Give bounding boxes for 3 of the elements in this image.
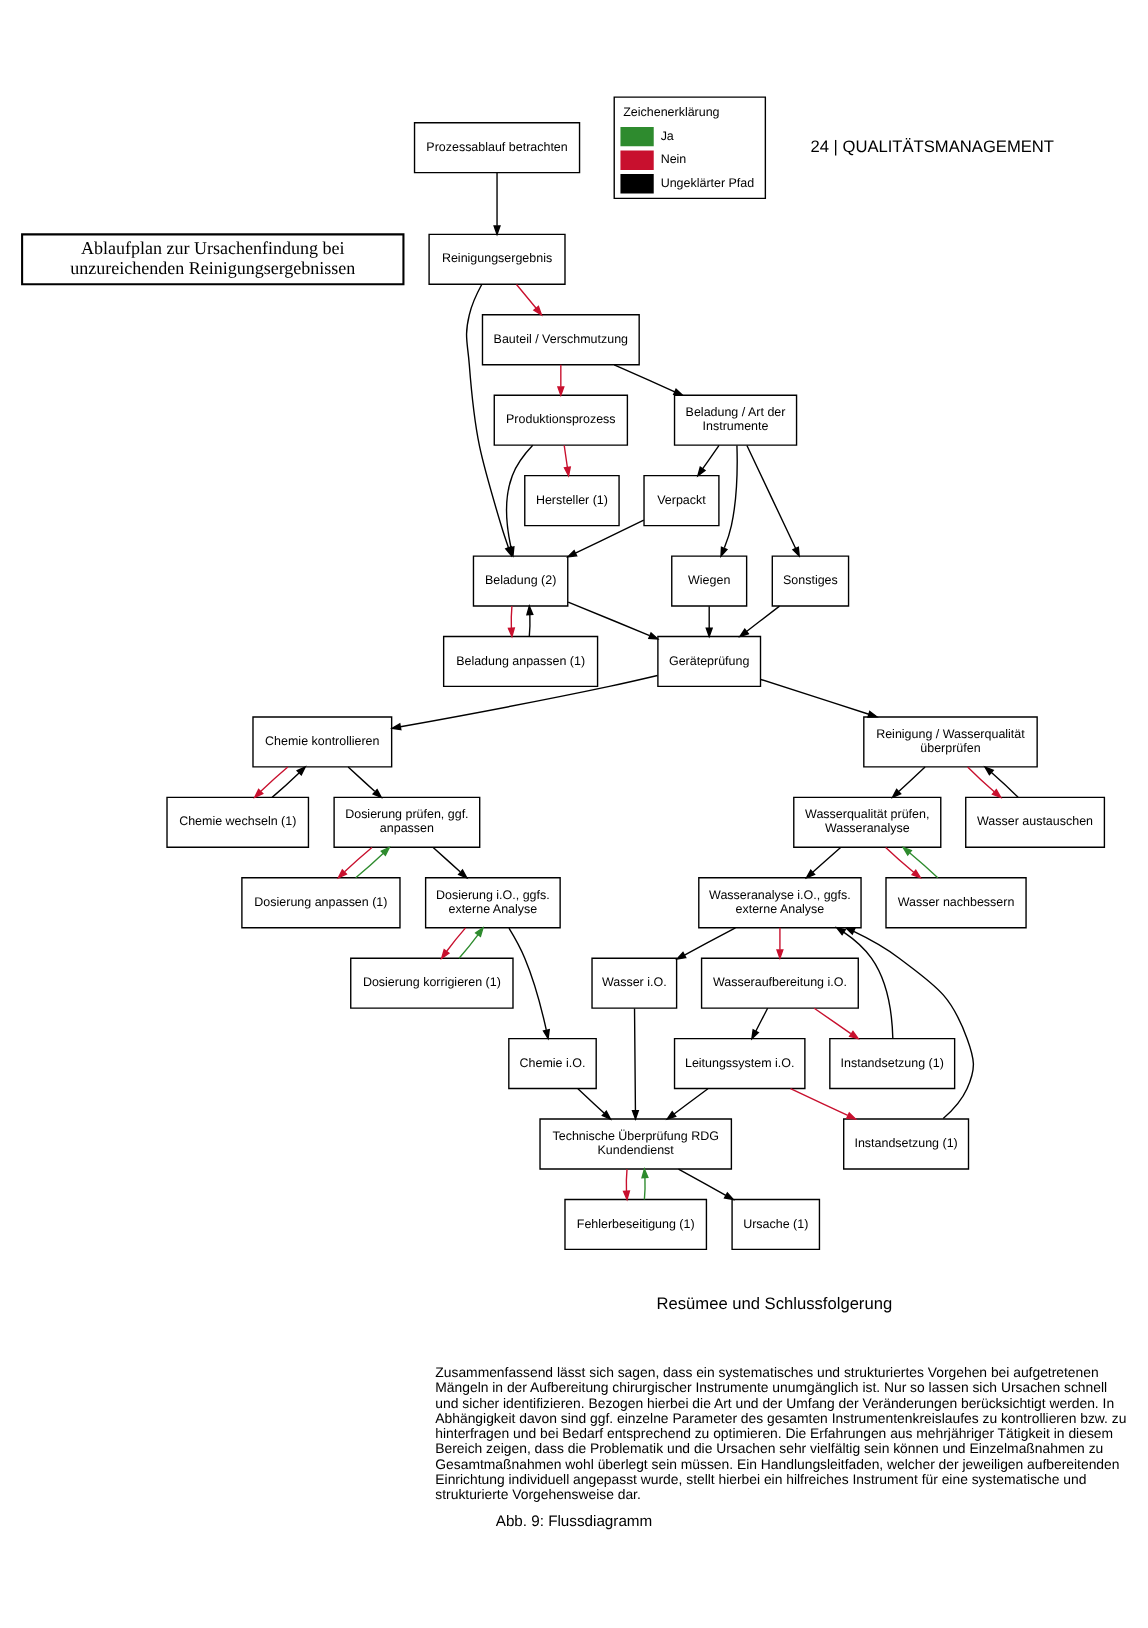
label: 24 | QUALITÄTSMANAGEMENT	[810, 136, 1055, 157]
caption: Abb. 9: Flussdiagramm	[495, 1512, 653, 1531]
label: Resümee und Schlussfolgerung	[656, 1293, 893, 1314]
